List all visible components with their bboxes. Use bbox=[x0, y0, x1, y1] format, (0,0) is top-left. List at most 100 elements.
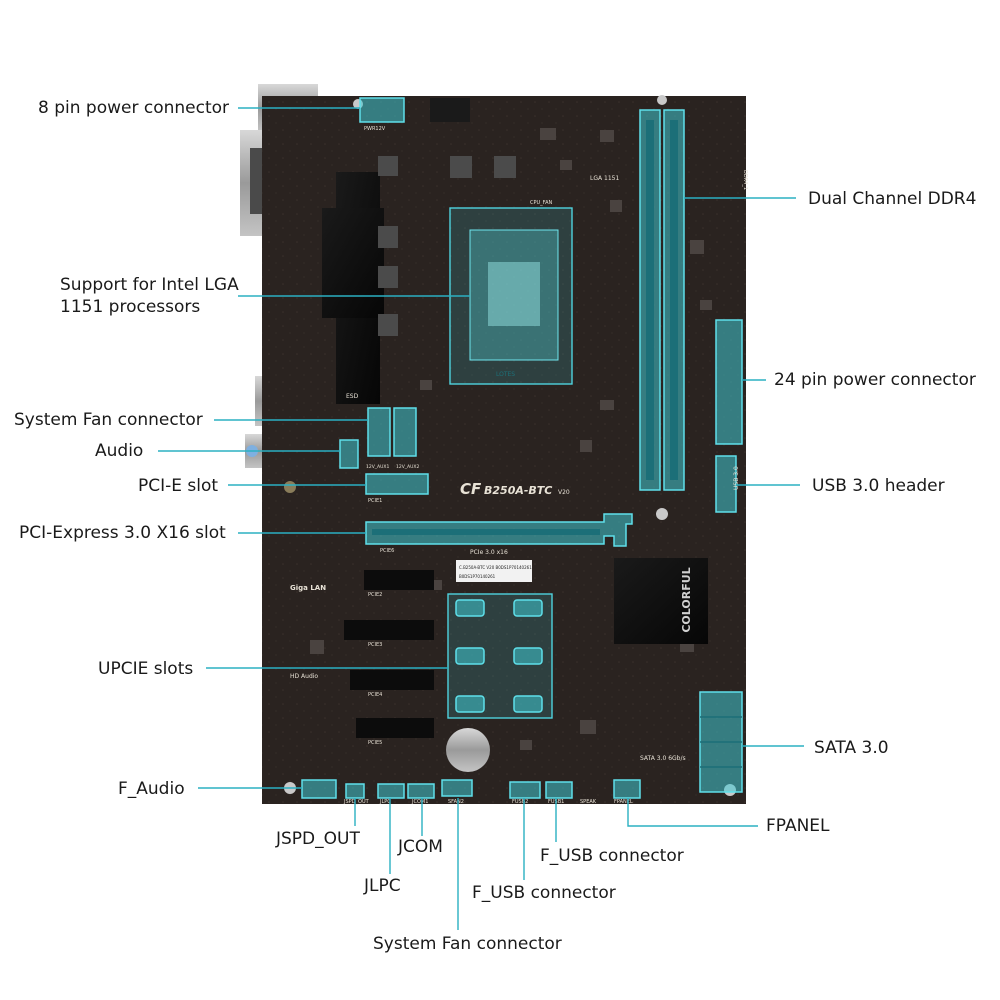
pcie-x1-black-slots bbox=[344, 570, 434, 738]
speak-print: SPEAK bbox=[580, 799, 597, 805]
sysfan-print: SFAN2 bbox=[448, 799, 464, 805]
label-faudio: F_Audio bbox=[118, 779, 185, 799]
sata-ports bbox=[699, 691, 743, 793]
label-lga-line1: Support for Intel LGA bbox=[60, 275, 239, 295]
gigalan-print: Giga LAN bbox=[290, 584, 326, 592]
fusb2-header bbox=[509, 781, 541, 799]
f-audio-header bbox=[301, 779, 337, 799]
sysfan-bottom-header bbox=[441, 779, 473, 797]
vrm-heatsink-fins bbox=[322, 208, 384, 318]
mount-hole bbox=[284, 481, 296, 493]
jlpc-header bbox=[377, 783, 405, 799]
cpu-fan-print: CPU_FAN bbox=[530, 200, 553, 206]
pcie1-print: PCIE1 bbox=[368, 498, 382, 504]
upcie-port bbox=[513, 695, 543, 713]
pcie2-print: PCIE2 bbox=[368, 592, 382, 598]
cmos-battery-cell bbox=[446, 728, 490, 772]
label-fusb1: F_USB connector bbox=[540, 846, 684, 866]
sticker-paper bbox=[456, 560, 532, 582]
fusb2-print: FUSB2 bbox=[512, 799, 528, 805]
jcom-print: JCOM1 bbox=[411, 799, 428, 805]
label-usb3: USB 3.0 header bbox=[812, 476, 945, 496]
pcie5-print: PCIE5 bbox=[368, 740, 382, 746]
smd-components bbox=[310, 128, 712, 750]
mount-hole bbox=[656, 508, 668, 520]
label-jcom: JCOM bbox=[398, 837, 443, 857]
sfan1-print: 12V_AUX1 bbox=[366, 464, 390, 470]
sfan2-print: 12V_AUX2 bbox=[396, 464, 420, 470]
vrm-area bbox=[322, 98, 516, 404]
label-sata: SATA 3.0 bbox=[814, 738, 889, 758]
serial-sticker: C.B250A-BTC V20 B0DS1P70140261 B0DS1P701… bbox=[456, 560, 532, 582]
hdaudio-print: HD Audio bbox=[290, 673, 318, 680]
jspd-out-header bbox=[345, 783, 365, 799]
label-sysfan-bottom: System Fan connector bbox=[373, 934, 562, 954]
esd-print: ESD bbox=[346, 393, 359, 400]
fpanel-header bbox=[613, 779, 641, 799]
ddr4-slots bbox=[639, 109, 685, 491]
upcie-port bbox=[513, 647, 543, 665]
pcie6-print: PCIE6 bbox=[380, 548, 394, 554]
callout-lines bbox=[158, 107, 804, 930]
pcie-black-slot bbox=[364, 570, 434, 590]
label-audio: Audio bbox=[95, 441, 144, 461]
pcie-black-slot bbox=[350, 670, 434, 690]
ddr4-slot-2-groove bbox=[670, 120, 678, 480]
mount-hole bbox=[657, 95, 667, 105]
sata-print: SATA 3.0 6Gb/s bbox=[640, 755, 686, 762]
cpu-8pin-connector bbox=[359, 97, 405, 123]
vrm-choke bbox=[378, 156, 398, 176]
lotes-print: LOTES bbox=[496, 371, 515, 378]
pcie-x1-slot bbox=[365, 473, 429, 495]
sysfan-connector-1 bbox=[367, 407, 391, 457]
label-pcie: PCI-E slot bbox=[138, 476, 219, 496]
jspd-print: JSPD_OUT bbox=[343, 799, 370, 805]
label-ddr4: Dual Channel DDR4 bbox=[808, 189, 977, 209]
model-cf-print: CF bbox=[460, 480, 482, 498]
callout-fpanel bbox=[627, 798, 758, 827]
pcie-x16-print: PCIe 3.0 x16 bbox=[470, 549, 508, 556]
model-print: B250A-BTC bbox=[484, 484, 552, 497]
cpu-socket bbox=[449, 207, 573, 385]
label-sysfan-left: System Fan connector bbox=[14, 410, 203, 430]
ddr4-print: DDR4_1 bbox=[742, 170, 748, 190]
vrm-choke bbox=[378, 314, 398, 336]
brand-print: COLORFUL bbox=[680, 567, 693, 632]
fusb1-header bbox=[545, 781, 573, 799]
chipset-heatsink: COLORFUL bbox=[614, 558, 708, 644]
silkscreen: CF B250A-BTC V20 LGA 1151 Giga LAN HD Au… bbox=[290, 126, 748, 805]
jlpc-print: JLPC bbox=[379, 799, 391, 805]
upcie-port bbox=[455, 599, 485, 617]
atx-24pin-connector bbox=[715, 319, 743, 445]
pcie-x16-slot bbox=[365, 513, 633, 547]
cmos-battery bbox=[446, 728, 490, 772]
pwr12v-print: PWR12V bbox=[364, 126, 386, 132]
label-pcie-x16: PCI-Express 3.0 X16 slot bbox=[19, 523, 226, 543]
pcie3-print: PCIE3 bbox=[368, 642, 382, 648]
usb3-header bbox=[715, 455, 737, 513]
upcie-port bbox=[513, 599, 543, 617]
label-lga-line2: 1151 processors bbox=[60, 297, 201, 317]
cpu-socket-center bbox=[488, 262, 540, 326]
audio-connector bbox=[339, 439, 359, 469]
upcie-port bbox=[455, 647, 485, 665]
pcie4-print: PCIE4 bbox=[368, 692, 382, 698]
vrm-choke bbox=[494, 156, 516, 178]
vrm-choke bbox=[378, 266, 398, 288]
label-power24: 24 pin power connector bbox=[774, 370, 976, 390]
label-power8: 8 pin power connector bbox=[38, 98, 230, 118]
sticker-line1: C.B250A-BTC V20 B0DS1P70140261 bbox=[459, 565, 532, 570]
chipset-heatsink-body bbox=[614, 558, 708, 644]
label-fusb2: F_USB connector bbox=[472, 883, 616, 903]
vrm-choke bbox=[450, 156, 472, 178]
label-jspd: JSPD_OUT bbox=[276, 829, 360, 849]
pcie-x16-slot-groove bbox=[372, 529, 600, 535]
cpu-socket-pins bbox=[469, 229, 559, 361]
vrm-choke bbox=[378, 226, 398, 248]
sticker-line2: B0DS1P70140261 bbox=[459, 574, 496, 579]
upcie-port bbox=[455, 695, 485, 713]
fpanel-print: FPANEL bbox=[614, 799, 633, 805]
pcie-black-slot bbox=[356, 718, 434, 738]
socket-print: LGA 1151 bbox=[590, 175, 619, 182]
